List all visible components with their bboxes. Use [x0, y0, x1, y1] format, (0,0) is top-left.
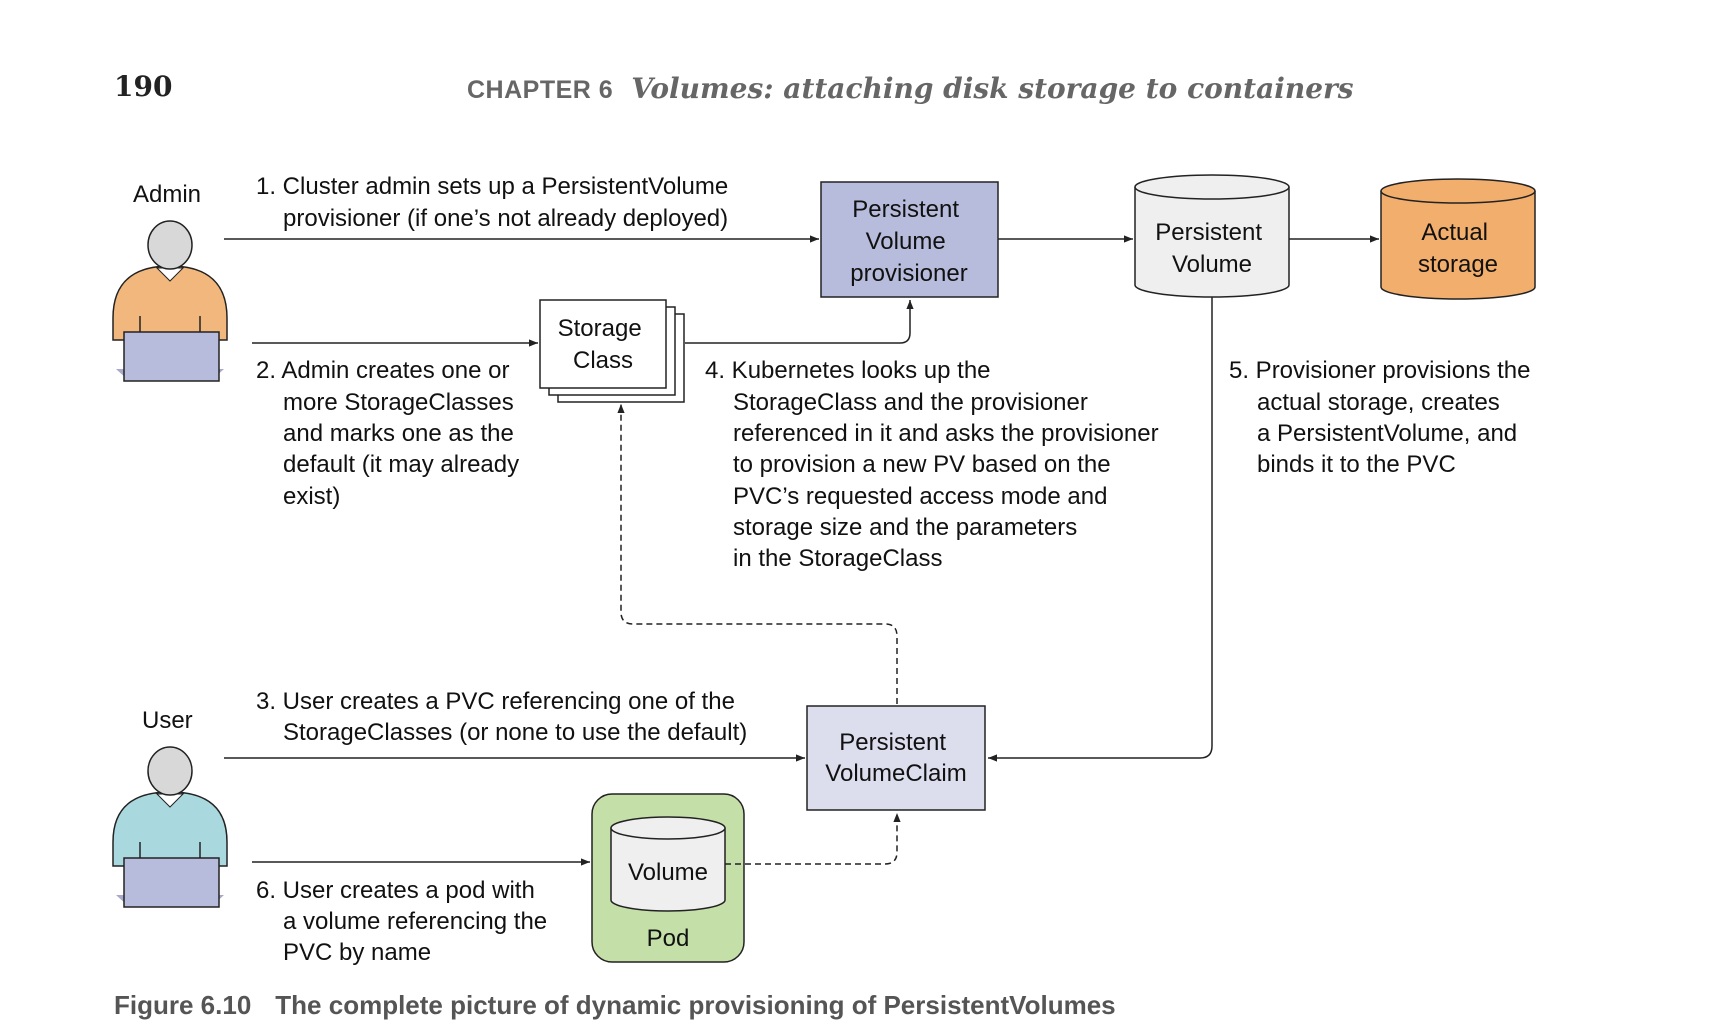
pod-label: Pod: [647, 925, 690, 952]
actual-storage-label: Actual storage: [1418, 219, 1498, 278]
provisioner-label: Persistent Volume provisioner: [850, 196, 967, 287]
chapter-label: CHAPTER 6: [467, 76, 614, 104]
persistent-volume-cylinder: [1134, 174, 1290, 298]
volume-cylinder: [610, 816, 726, 912]
volume-label: Volume: [628, 859, 708, 886]
pvc-box: [806, 705, 986, 811]
running-header: CHAPTER 6 Volumes: attaching disk storage…: [467, 72, 1354, 105]
user-label: User: [142, 707, 193, 734]
figure-caption: Figure 6.10 The complete picture of dynam…: [114, 990, 1116, 1021]
storage-class-label: Storage Class: [558, 315, 649, 374]
actual-storage-cylinder: [1380, 178, 1536, 300]
connector-arrows: [224, 235, 1379, 866]
admin-person-icon: [112, 220, 228, 382]
storage-class-stack: [539, 299, 685, 403]
provisioner-box: [820, 181, 999, 298]
step4-text: 4. Kubernetes looks up the StorageClass …: [705, 357, 1165, 572]
figure-label: Figure 6.10: [114, 990, 252, 1020]
page-number: 190: [114, 70, 173, 103]
chapter-title: Volumes: attaching disk storage to conta…: [631, 72, 1354, 105]
step2-text: 2. Admin creates one or more StorageClas…: [256, 357, 526, 510]
step1-text: 1. Cluster admin sets up a PersistentVol…: [256, 173, 735, 232]
step6-text: 6. User creates a pod with a volume refe…: [256, 877, 554, 966]
user-person-icon: [112, 746, 228, 908]
admin-label: Admin: [133, 181, 201, 208]
persistent-volume-label: Persistent Volume: [1155, 219, 1268, 278]
dashed-connectors: [617, 404, 901, 865]
step3-text: 3. User creates a PVC referencing one of…: [256, 688, 747, 746]
figure-title: The complete picture of dynamic provisio…: [275, 990, 1116, 1020]
step5-text: 5. Provisioner provisions the actual sto…: [1229, 357, 1537, 478]
pvc-label: Persistent VolumeClaim: [825, 729, 966, 787]
